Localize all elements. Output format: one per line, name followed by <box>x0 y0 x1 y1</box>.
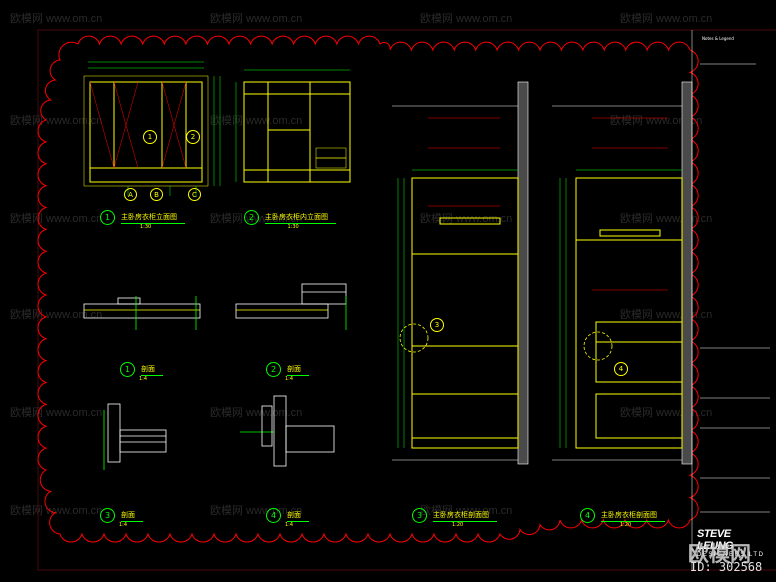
view-number-circle: 1 <box>100 210 115 225</box>
revision-cloud <box>37 35 699 543</box>
view-title-text: 主卧房衣柜内立面图 <box>265 212 336 224</box>
view-title-text: 剖面 <box>287 364 309 376</box>
view-scale-text: 1:4 <box>285 522 294 528</box>
view-2-interior-elevation <box>243 81 351 183</box>
view-8-leaders <box>592 117 668 291</box>
detail-callout-2: 2 <box>186 130 200 144</box>
callout-circle-3 <box>399 323 429 353</box>
detail-callout-4: 4 <box>614 362 628 376</box>
brand-subtitle: DESIGNERS LTD <box>697 552 765 558</box>
view-scale-text: 1:30 <box>140 224 152 230</box>
grid-tag-b: B <box>150 188 163 201</box>
view-7-dimensions <box>397 169 518 448</box>
view-1-door-swings <box>89 81 187 169</box>
title-block-header: Notes & Legend <box>702 36 734 41</box>
view-7-leaders <box>428 117 500 207</box>
view-7-section <box>392 81 529 465</box>
view-number-circle: 1 <box>120 362 135 377</box>
view-number-circle: 3 <box>412 508 427 523</box>
view-title-text: 剖面 <box>141 364 163 376</box>
view-number-circle: 4 <box>580 508 595 523</box>
view-scale-text: 1:4 <box>139 376 148 382</box>
callout-circle-4 <box>583 331 613 361</box>
view-2-dimensions <box>235 69 350 182</box>
view-title-text: 剖面 <box>121 510 143 522</box>
view-title-text: 剖面 <box>287 510 309 522</box>
view-number-circle: 4 <box>266 508 281 523</box>
designer-brand: STEVE LEUNG DESIGNERS LTD <box>697 528 769 558</box>
view-scale-text: 1:20 <box>620 522 632 528</box>
view-title-text: 主卧房衣柜剖面图 <box>433 510 497 522</box>
view-scale-text: 1:4 <box>285 376 294 382</box>
view-8-section <box>552 81 693 465</box>
view-title-text: 主卧房衣柜剖面图 <box>601 510 665 522</box>
view-scale-text: 1:4 <box>119 522 128 528</box>
view-4-section <box>235 283 347 330</box>
view-title-text: 主卧房衣柜立面图 <box>121 212 185 224</box>
grid-tag-a: A <box>124 188 137 201</box>
grid-tag-c: C <box>188 188 201 201</box>
detail-callout-1: 1 <box>143 130 157 144</box>
view-8-dimensions <box>559 169 682 448</box>
view-5-section <box>103 403 167 470</box>
view-3-section <box>83 296 201 330</box>
image-id-watermark: ID: 302568 <box>690 560 763 574</box>
detail-callout-3: 3 <box>430 318 444 332</box>
view-number-circle: 2 <box>266 362 281 377</box>
view-number-circle: 2 <box>244 210 259 225</box>
view-scale-text: 1:20 <box>452 522 464 528</box>
view-6-section <box>240 395 335 467</box>
title-block <box>691 30 770 570</box>
sheet-frame <box>37 29 776 571</box>
brand-name: STEVE LEUNG <box>697 528 734 552</box>
view-1-elevation <box>83 75 209 187</box>
revision-cloud-path <box>37 35 699 543</box>
view-scale-text: 1:30 <box>287 224 299 230</box>
site-logo-watermark: 欧模网 <box>688 542 751 566</box>
view-number-circle: 3 <box>100 508 115 523</box>
